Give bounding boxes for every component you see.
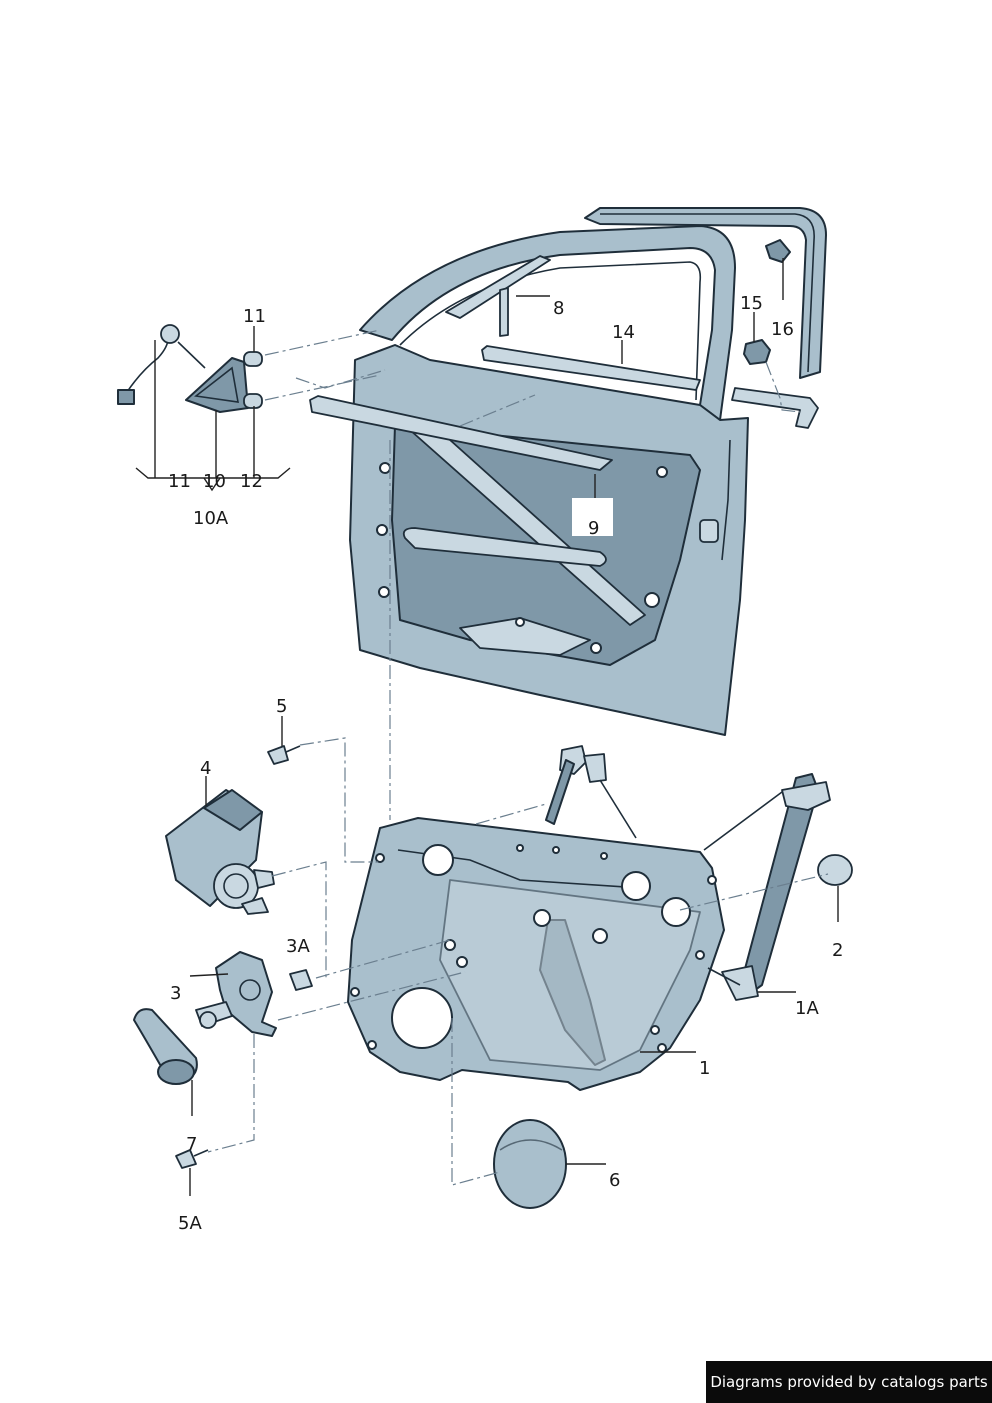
mirror-triangle-assembly xyxy=(117,324,249,413)
crank-gear xyxy=(195,951,277,1037)
callout-5: 5 xyxy=(276,696,287,717)
rear-guide-channel xyxy=(584,207,827,379)
outer-window-seal xyxy=(309,395,613,471)
window-regulator xyxy=(545,745,831,1001)
callout-16: 16 xyxy=(771,319,794,340)
screw-5 xyxy=(267,745,301,765)
callout-2: 2 xyxy=(832,940,843,961)
cap-6 xyxy=(493,1119,567,1209)
inner-window-seal xyxy=(481,345,701,391)
plug-12 xyxy=(243,393,263,409)
callout-7: 7 xyxy=(186,1134,197,1155)
callout-4: 4 xyxy=(200,758,211,779)
callout-9: 9 xyxy=(588,518,599,539)
plug-11 xyxy=(243,351,263,367)
callout-12: 12 xyxy=(240,471,263,492)
callout-labels: 8 14 15 16 9 11 11 10 12 10A 5 4 3A 3 7 … xyxy=(168,293,843,1234)
callout-6: 6 xyxy=(609,1170,620,1191)
clip-15 xyxy=(743,339,771,365)
callout-10a: 10A xyxy=(193,508,229,529)
cap-2 xyxy=(817,854,853,886)
trim-strip xyxy=(731,387,819,429)
callout-11-bottom: 11 xyxy=(168,471,191,492)
callout-11-top: 11 xyxy=(243,306,266,327)
callout-10: 10 xyxy=(203,471,226,492)
crank-handle xyxy=(133,1008,198,1085)
callout-5a: 5A xyxy=(178,1213,202,1234)
nut-3a xyxy=(289,969,313,991)
callout-8: 8 xyxy=(553,298,564,319)
credit-banner: Diagrams provided by catalogs parts xyxy=(706,1361,992,1403)
callout-1a: 1A xyxy=(795,998,819,1019)
window-motor xyxy=(165,789,275,915)
callout-1: 1 xyxy=(699,1058,710,1079)
screw-5a xyxy=(175,1149,209,1169)
short-guide-strip xyxy=(445,255,551,337)
leader-lines xyxy=(135,258,839,1196)
door-shell xyxy=(349,225,749,736)
clip-16 xyxy=(765,239,791,263)
callout-14: 14 xyxy=(612,322,635,343)
callout-3a: 3A xyxy=(286,936,310,957)
callout-15: 15 xyxy=(740,293,763,314)
door-module-carrier xyxy=(347,817,725,1091)
assembly-lines xyxy=(207,329,829,1186)
callout-3: 3 xyxy=(170,983,181,1004)
